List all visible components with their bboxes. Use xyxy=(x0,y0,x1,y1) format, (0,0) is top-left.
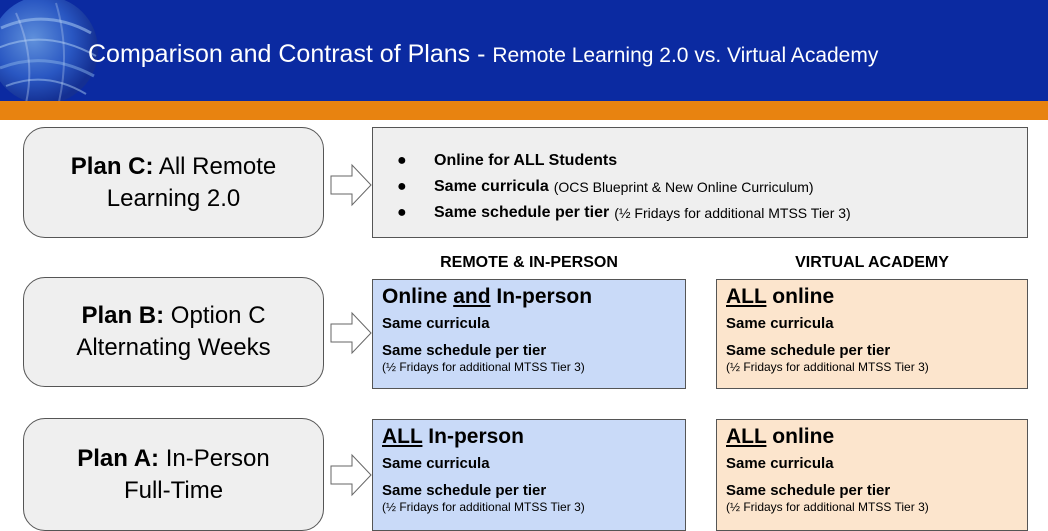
bullet-icon: ● xyxy=(397,204,407,221)
plan-b-box: Plan B: Option C Alternating Weeks xyxy=(23,277,324,387)
arrow-right-icon xyxy=(330,311,372,355)
column-header-remote: REMOTE & IN-PERSON xyxy=(440,254,618,271)
accent-bar xyxy=(0,101,1048,120)
heading-underlined: and xyxy=(453,285,491,308)
schedule-text: Same schedule per tier xyxy=(726,482,891,499)
item-label: Same schedule per tier xyxy=(434,204,610,221)
heading-text: Online xyxy=(382,285,454,308)
arrow-right-icon xyxy=(330,163,372,207)
item-note: (½ Fridays for additional MTSS Tier 3) xyxy=(614,205,851,221)
bullet-icon: ● xyxy=(397,178,407,195)
schedule-text: Same schedule per tier xyxy=(726,342,891,359)
plan-b-name: Plan B: xyxy=(81,302,165,329)
plan-c-details: ● Online for ALL Students ● Same curricu… xyxy=(372,127,1028,238)
plan-b-desc: Option C xyxy=(164,302,266,329)
heading-text: In-person xyxy=(422,425,524,448)
item-label: Same curricula xyxy=(434,178,549,195)
plan-a-remote-box: ALL In-person Same curricula Same schedu… xyxy=(372,419,686,531)
title-banner: Comparison and Contrast of Plans - Remot… xyxy=(0,0,1048,101)
box-heading: ALL In-person xyxy=(382,425,685,453)
plan-b-desc-line2: Alternating Weeks xyxy=(76,334,271,361)
schedule-note: (½ Fridays for additional MTSS Tier 3) xyxy=(382,500,585,514)
box-heading: ALL online xyxy=(726,425,1027,453)
plan-c-box: Plan C: All Remote Learning 2.0 xyxy=(23,127,324,238)
plan-b-remote-box: Online and In-person Same curricula Same… xyxy=(372,279,686,389)
heading-underlined: ALL xyxy=(726,425,767,448)
heading-text: online xyxy=(766,425,835,448)
list-item: ● Online for ALL Students xyxy=(397,148,851,174)
box-heading: ALL online xyxy=(726,285,1027,313)
item-note: (OCS Blueprint & New Online Curriculum) xyxy=(553,179,814,195)
plan-a-desc-line2: Full-Time xyxy=(123,476,224,504)
plan-a-name: Plan A: xyxy=(77,444,160,472)
heading-text: In-person xyxy=(490,285,593,308)
page-title: Comparison and Contrast of Plans - Remot… xyxy=(88,40,878,69)
title-main: Comparison and Contrast of Plans - xyxy=(88,40,493,68)
plan-c-list: ● Online for ALL Students ● Same curricu… xyxy=(397,148,851,226)
column-header-virtual: VIRTUAL ACADEMY xyxy=(795,254,949,271)
curricula-text: Same curricula xyxy=(726,315,834,332)
schedule-note: (½ Fridays for additional MTSS Tier 3) xyxy=(726,500,929,514)
plan-a-box: Plan A: In-Person Full-Time xyxy=(23,418,324,531)
curricula-text: Same curricula xyxy=(382,455,490,472)
plan-a-desc: In-Person xyxy=(159,444,270,472)
plan-a-virtual-box: ALL online Same curricula Same schedule … xyxy=(716,419,1028,531)
curricula-text: Same curricula xyxy=(382,315,490,332)
item-label: Online for ALL Students xyxy=(434,152,618,169)
schedule-note: (½ Fridays for additional MTSS Tier 3) xyxy=(382,360,585,374)
heading-underlined: ALL xyxy=(726,285,767,308)
box-heading: Online and In-person xyxy=(382,285,685,313)
list-item: ● Same curricula (OCS Blueprint & New On… xyxy=(397,174,851,200)
plan-b-virtual-box: ALL online Same curricula Same schedule … xyxy=(716,279,1028,389)
plan-c-desc-line2: Learning 2.0 xyxy=(106,184,241,212)
list-item: ● Same schedule per tier (½ Fridays for … xyxy=(397,200,851,226)
heading-text: online xyxy=(766,285,835,308)
bullet-icon: ● xyxy=(397,152,407,169)
schedule-text: Same schedule per tier xyxy=(382,342,547,359)
plan-c-desc: All Remote xyxy=(153,152,277,180)
globe-logo xyxy=(0,0,98,101)
title-sub: Remote Learning 2.0 vs. Virtual Academy xyxy=(492,44,879,67)
schedule-text: Same schedule per tier xyxy=(382,482,547,499)
plan-c-name: Plan C: xyxy=(70,152,154,180)
heading-underlined: ALL xyxy=(382,425,423,448)
arrow-right-icon xyxy=(330,453,372,497)
curricula-text: Same curricula xyxy=(726,455,834,472)
schedule-note: (½ Fridays for additional MTSS Tier 3) xyxy=(726,360,929,374)
